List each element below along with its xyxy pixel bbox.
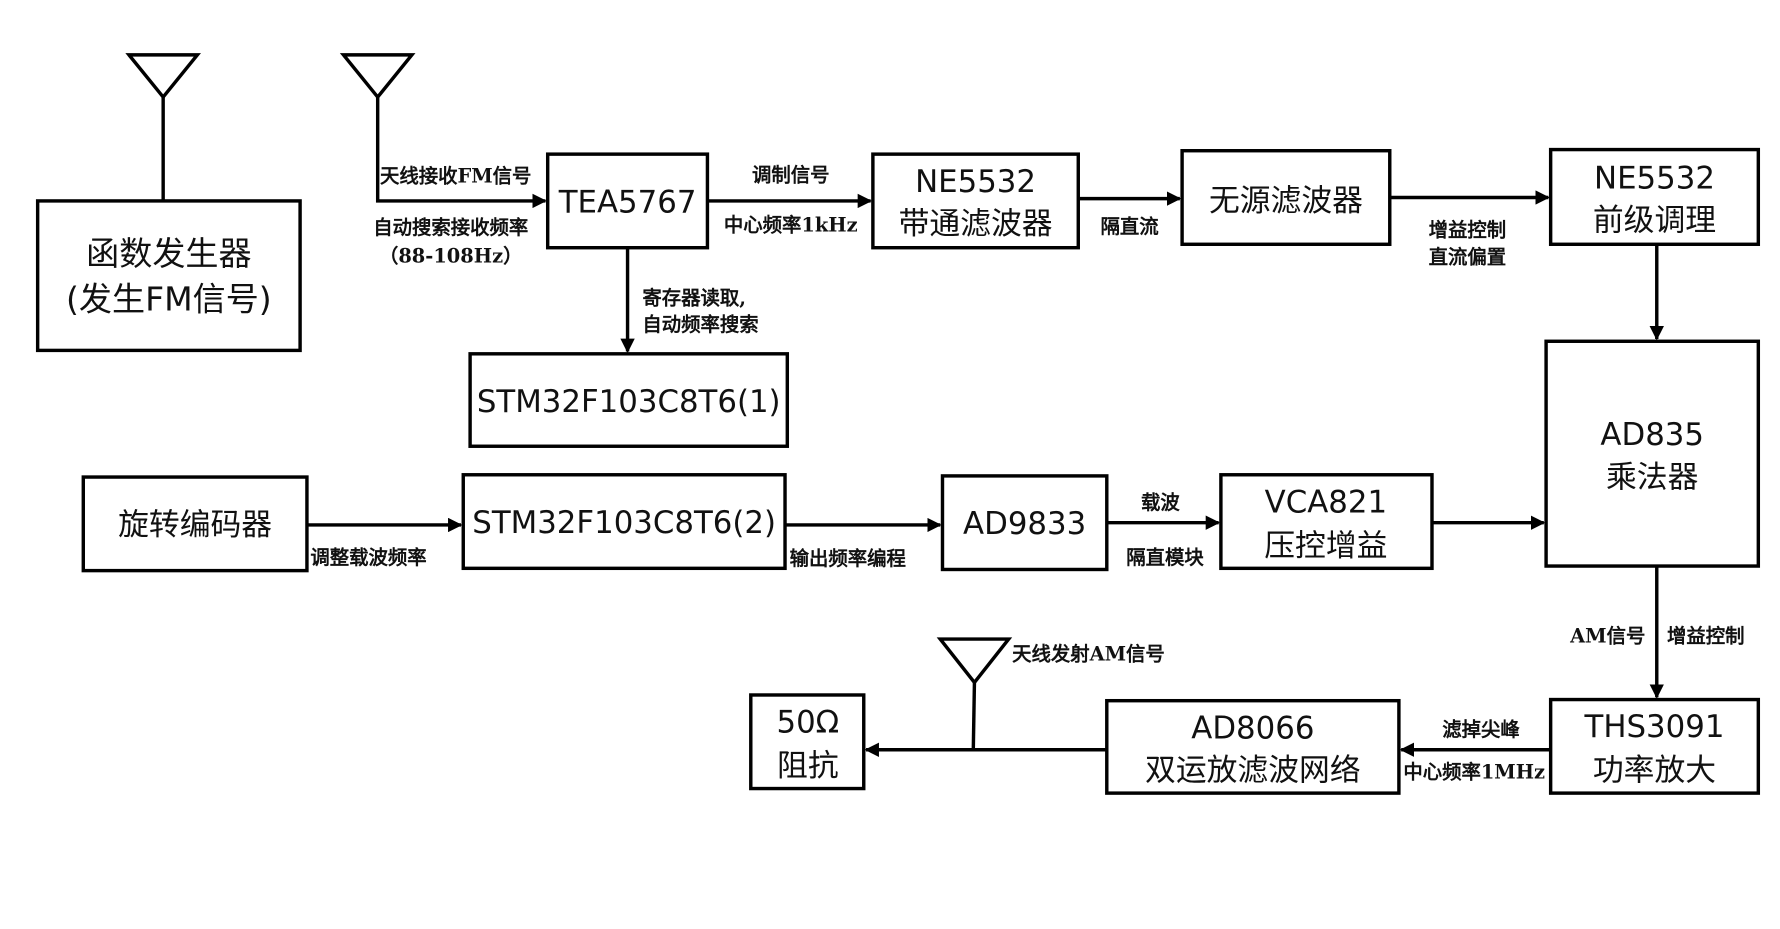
block-label: AD9833	[963, 506, 1086, 542]
block-sublabel: 压控增益	[1264, 528, 1387, 564]
edge-label: 寄存器读取,	[642, 287, 746, 310]
edge-label: 增益控制	[1667, 625, 1745, 648]
block-label: 50Ω	[776, 705, 839, 741]
block-stm32-2: STM32F103C8T6(2)	[461, 473, 787, 571]
block-vca821: VCA821 压控增益	[1219, 473, 1434, 571]
block-label: VCA821	[1265, 484, 1387, 520]
edge-label: 中心频率1MHz	[1403, 760, 1545, 783]
block-label: AD835	[1600, 417, 1704, 453]
block-sublabel: 功率放大	[1593, 753, 1716, 789]
edge-label: 载波	[1141, 491, 1180, 514]
block-label: NE5532	[1594, 160, 1715, 196]
block-function-generator: 函数发生器 (发生FM信号)	[35, 199, 302, 353]
block-ne5532-preconditioning: NE5532 前级调理	[1548, 147, 1761, 246]
edge-label: （88-108Hz）	[379, 245, 523, 268]
edge-label: 天线发射AM信号	[1012, 643, 1165, 666]
block-sublabel: 乘法器	[1606, 459, 1698, 495]
edge-label: 隔直流	[1101, 215, 1160, 238]
edge-label: 自动搜索接收频率	[373, 216, 528, 239]
block-rotary-encoder: 旋转编码器	[81, 475, 309, 573]
edge-label: 自动频率搜索	[642, 313, 758, 336]
block-ad9833: AD9833	[940, 474, 1109, 572]
block-50ohm-load: 50Ω 阻抗	[749, 693, 866, 791]
edge-label: 调整载波频率	[310, 546, 426, 569]
edge-label: AM信号	[1569, 625, 1645, 648]
block-tea5767: TEA5767	[545, 152, 710, 250]
block-ad835: AD835 乘法器	[1544, 339, 1761, 568]
block-ne5532-bandpass: NE5532 带通滤波器	[871, 152, 1080, 250]
block-label: 函数发生器	[86, 234, 251, 273]
block-label: TEA5767	[558, 184, 697, 220]
edge-label: 增益控制	[1429, 218, 1507, 241]
block-sublabel: (发生FM信号)	[66, 279, 272, 318]
block-ad8066: AD8066 双运放滤波网络	[1105, 698, 1401, 795]
block-sublabel: 阻抗	[777, 748, 839, 784]
block-label: NE5532	[915, 164, 1036, 200]
edge-label: 滤掉尖峰	[1442, 718, 1520, 741]
block-label: AD8066	[1191, 710, 1314, 746]
block-label: 无源滤波器	[1209, 183, 1363, 219]
antenna-icon-transmitter	[936, 637, 1013, 750]
edge-label: 隔直模块	[1126, 546, 1204, 569]
edge-label: 调制信号	[752, 164, 830, 187]
edge-label: 中心频率1kHz	[724, 214, 858, 237]
edge-label: 直流偏置	[1429, 246, 1507, 269]
block-stm32-1: STM32F103C8T6(1)	[468, 352, 790, 448]
block-ths3091: THS3091 功率放大	[1548, 697, 1761, 795]
block-sublabel: 带通滤波器	[899, 206, 1053, 242]
antenna-icon-generator	[125, 53, 201, 201]
block-label: THS3091	[1584, 709, 1725, 745]
block-label: 旋转编码器	[118, 507, 272, 543]
antenna-icon-receiver	[339, 53, 547, 209]
edge-label: 天线接收FM信号	[380, 165, 531, 188]
block-label: STM32F103C8T6(2)	[472, 505, 776, 541]
block-label: STM32F103C8T6(1)	[477, 384, 781, 420]
block-sublabel: 前级调理	[1593, 203, 1716, 239]
edge-label: 输出频率编程	[790, 547, 907, 570]
block-passive-filter: 无源滤波器	[1180, 149, 1392, 246]
block-sublabel: 双运放滤波网络	[1145, 753, 1361, 789]
